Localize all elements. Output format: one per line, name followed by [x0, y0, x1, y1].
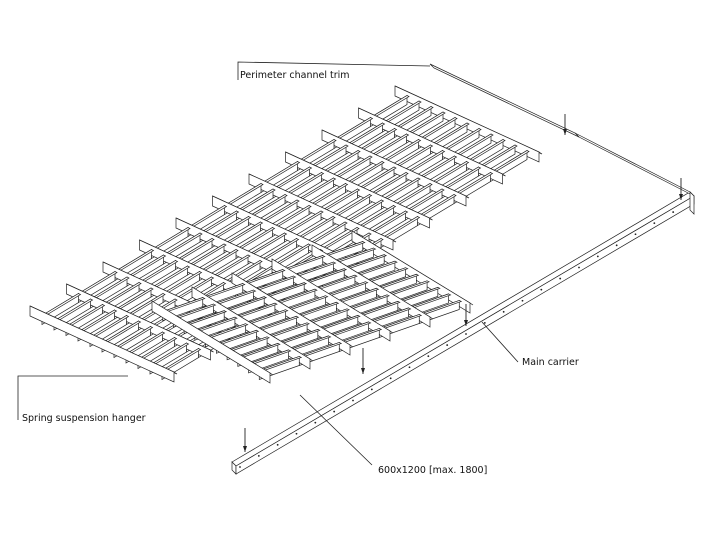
carrier-slot: [295, 432, 298, 435]
carrier-slot: [615, 244, 618, 247]
hanger-group: [243, 114, 683, 452]
cross-carrier: [311, 244, 431, 328]
carrier-slot: [596, 255, 599, 258]
hanger-arrow-icon: [243, 446, 247, 452]
carrier-slot: [257, 455, 260, 457]
main-carrier-bar: [231, 63, 695, 475]
perimeter-channel-trim: [429, 63, 580, 138]
hanger-arrow-icon: [563, 129, 567, 135]
carrier-slot: [653, 222, 656, 225]
carrier-slot: [634, 233, 637, 236]
carrier-slot: [502, 310, 505, 313]
cross-carrier: [151, 300, 271, 384]
carrier-slot: [276, 443, 279, 446]
hanger-arrow-icon: [464, 320, 468, 326]
leader-perimeter-trim: [237, 61, 431, 80]
leader-lines: [17, 61, 519, 466]
carrier-slot: [483, 322, 486, 324]
carrier-slot: [408, 366, 411, 369]
hanger-arrow-icon: [679, 194, 683, 200]
carrier-slot: [521, 299, 524, 302]
carrier-slot: [239, 466, 241, 468]
hanger-arrow-icon: [361, 368, 365, 374]
cross-carrier: [29, 305, 175, 383]
carrier-slot: [352, 399, 354, 402]
carrier-slot: [333, 410, 336, 413]
leader-hanger: [17, 375, 128, 420]
label-main-carrier: Main carrier: [522, 357, 579, 368]
trim-corner-post: [689, 191, 695, 215]
cross-carrier: [271, 258, 391, 342]
label-spring-suspension-hanger: Spring suspension hanger: [22, 413, 146, 424]
front-blade-panel: [151, 230, 474, 384]
carrier-slot: [559, 277, 562, 280]
perimeter-trim-return: [574, 132, 695, 197]
cross-carrier: [231, 272, 351, 356]
carrier-slot: [672, 211, 675, 213]
cross-carrier: [191, 286, 311, 370]
label-module-size: 600x1200 [max. 1800]: [378, 465, 488, 476]
carrier-slot: [578, 266, 580, 269]
carrier-slot: [540, 288, 543, 291]
label-perimeter-channel-trim: Perimeter channel trim: [240, 70, 350, 81]
carrier-slot: [465, 333, 467, 335]
carrier-slot: [389, 377, 392, 380]
carrier-slot: [427, 355, 430, 358]
carrier-slot: [446, 344, 449, 346]
leader-main-carrier: [481, 321, 519, 363]
cross-carrier: [351, 230, 471, 314]
leader-module-size: [299, 394, 373, 466]
carrier-slot: [314, 421, 317, 424]
carrier-slot: [370, 388, 373, 391]
